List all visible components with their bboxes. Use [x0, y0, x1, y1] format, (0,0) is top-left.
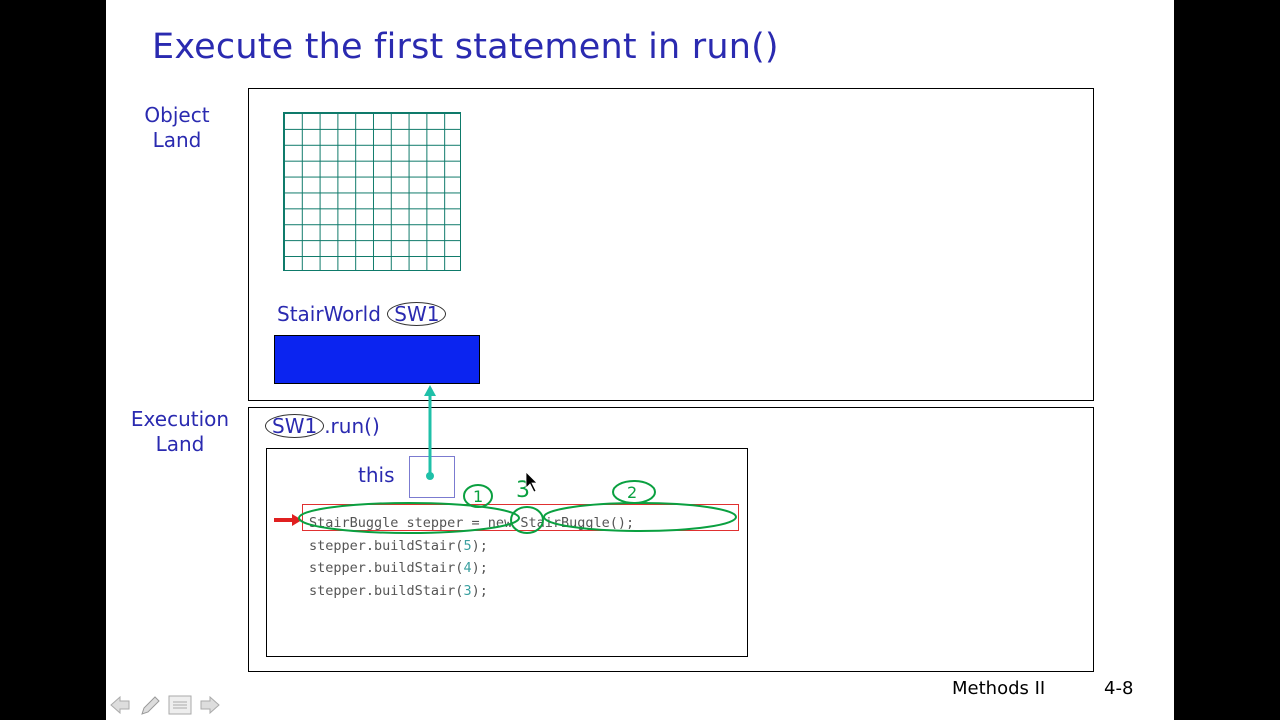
execution-frame: this StairBuggle stepper = new StairBugg… — [266, 448, 748, 657]
run-call-label: SW1.run() — [265, 414, 380, 438]
run-call-suffix: .run() — [324, 414, 380, 438]
slide-title: Execute the first statement in run() — [152, 27, 779, 67]
code-line-1: StairBuggle stepper = new StairBuggle(); — [309, 515, 635, 531]
execution-land-label: Execution Land — [124, 407, 236, 457]
code-line-2: stepper.buildStair(5); — [309, 537, 488, 554]
footer-title: Methods II — [952, 678, 1046, 699]
object-land-panel: StairWorld SW1 — [248, 88, 1094, 401]
mouse-cursor-icon — [525, 471, 538, 493]
menu-icon[interactable] — [168, 693, 192, 717]
footer-page-number: 4-8 — [1104, 678, 1134, 699]
this-pointer-origin — [426, 472, 434, 480]
object-land-label: Object Land — [134, 103, 220, 153]
execution-land-label-line1: Execution — [130, 407, 230, 431]
run-call-id-oval: SW1 — [265, 414, 325, 438]
ink-number-1: 1 — [473, 487, 483, 506]
stairworld-id-oval: SW1 — [387, 302, 447, 326]
this-pointer-arrowhead — [424, 385, 436, 396]
execution-land-panel: SW1.run() this StairBuggle stepper = new… — [248, 407, 1094, 672]
stairworld-class-name: StairWorld — [277, 302, 381, 326]
arrow-left-icon[interactable] — [108, 693, 132, 717]
stairworld-grid — [283, 112, 461, 271]
ink-circle-1 — [463, 484, 493, 508]
ink-oval-assignment — [510, 506, 544, 534]
slideshow-nav — [108, 693, 222, 717]
stairworld-object-box — [274, 335, 480, 384]
ink-circle-2 — [612, 480, 656, 504]
code-line-3: stepper.buildStair(4); — [309, 560, 488, 576]
ink-oval-constructor — [543, 502, 737, 532]
object-land-label-line2: Land — [152, 128, 202, 152]
ink-oval-declaration — [298, 502, 520, 534]
this-variable-box — [409, 456, 455, 498]
current-line-arrow-icon — [274, 514, 302, 526]
this-label: this — [358, 463, 395, 487]
current-statement-highlight — [302, 504, 739, 531]
code-line-4: stepper.buildStair(3); — [309, 582, 488, 599]
slide: Execute the first statement in run() Obj… — [106, 0, 1174, 720]
arrow-right-icon[interactable] — [198, 693, 222, 717]
stairworld-object-label: StairWorld SW1 — [277, 302, 447, 326]
object-land-label-line1: Object — [144, 103, 210, 127]
code-listing: StairBuggle stepper = new StairBuggle();… — [309, 512, 634, 602]
pen-icon[interactable] — [138, 693, 162, 717]
execution-land-label-line2: Land — [155, 432, 205, 456]
ink-number-2: 2 — [627, 483, 637, 502]
annotation-overlay: 1 3 2 — [274, 385, 737, 534]
